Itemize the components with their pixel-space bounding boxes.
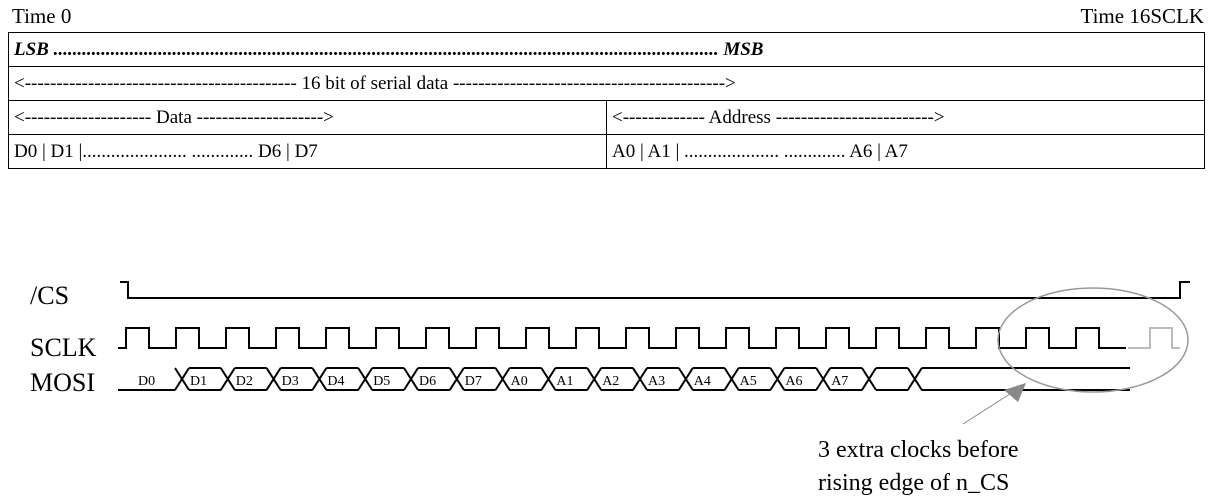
mosi-bit-label: A0 <box>511 374 528 389</box>
mosi-bit-label: D2 <box>236 374 253 389</box>
annotation-line-2: rising edge of n_CS <box>818 470 1009 496</box>
annotation-pointer-line <box>962 391 1014 425</box>
extra-clocks-ellipse <box>997 287 1189 393</box>
data-bits-cell: D0 | D1 |...................... ........… <box>8 134 607 169</box>
serial-frame-table: LSB ....................................… <box>8 32 1205 169</box>
sclk-waveform <box>118 327 1126 349</box>
annotation-line-1: 3 extra clocks before <box>818 437 1019 463</box>
mosi-bit-label: A3 <box>648 374 665 389</box>
bits-row: D0 | D1 |...................... ........… <box>8 134 1205 169</box>
mosi-bit-label: A7 <box>831 374 848 389</box>
sclk-signal-label: SCLK <box>30 333 97 362</box>
mosi-signal-label: MOSI <box>30 368 95 397</box>
data-field-cell: <-------------------- Data -------------… <box>8 100 607 135</box>
mosi-bit-label: A2 <box>602 374 619 389</box>
lsb-msb-cell: LSB ....................................… <box>8 32 1205 67</box>
bit-order-row: LSB ....................................… <box>8 32 1205 67</box>
mosi-bit-label: A1 <box>556 374 573 389</box>
mosi-bit-label: D7 <box>465 374 482 389</box>
time-end-label: Time 16SCLK <box>1080 4 1204 28</box>
mosi-bit-label: A4 <box>694 374 711 389</box>
time-start-label: Time 0 <box>12 4 72 28</box>
mosi-bit-label: A5 <box>740 374 757 389</box>
mosi-bit-label: A6 <box>785 374 802 389</box>
sclk-ghost-pulse <box>1128 327 1180 349</box>
address-bits-cell: A0 | A1 | .................... .........… <box>606 134 1205 169</box>
mosi-bit-label: D1 <box>190 374 207 389</box>
mosi-bit-label: D6 <box>419 374 436 389</box>
mosi-bit-label: D5 <box>373 374 390 389</box>
cs-signal-label: /CS <box>30 281 69 310</box>
mosi-bit-label: D0 <box>138 374 155 389</box>
annotation-arrowhead <box>1004 383 1026 402</box>
mosi-bit-label: D4 <box>327 374 344 389</box>
mosi-waveform: D0 D1 D2 D3 D4 D5 D6 D7 A0 A1 A2 A3 A4 A5 A6 A7 <box>118 367 1130 391</box>
cs-waveform <box>120 281 1190 299</box>
mosi-bit-label: D3 <box>282 374 299 389</box>
mosi-bus-line <box>118 367 1130 391</box>
field-row: <-------------------- Data -------------… <box>8 100 1205 135</box>
address-field-cell: <------------- Address -----------------… <box>606 100 1205 135</box>
